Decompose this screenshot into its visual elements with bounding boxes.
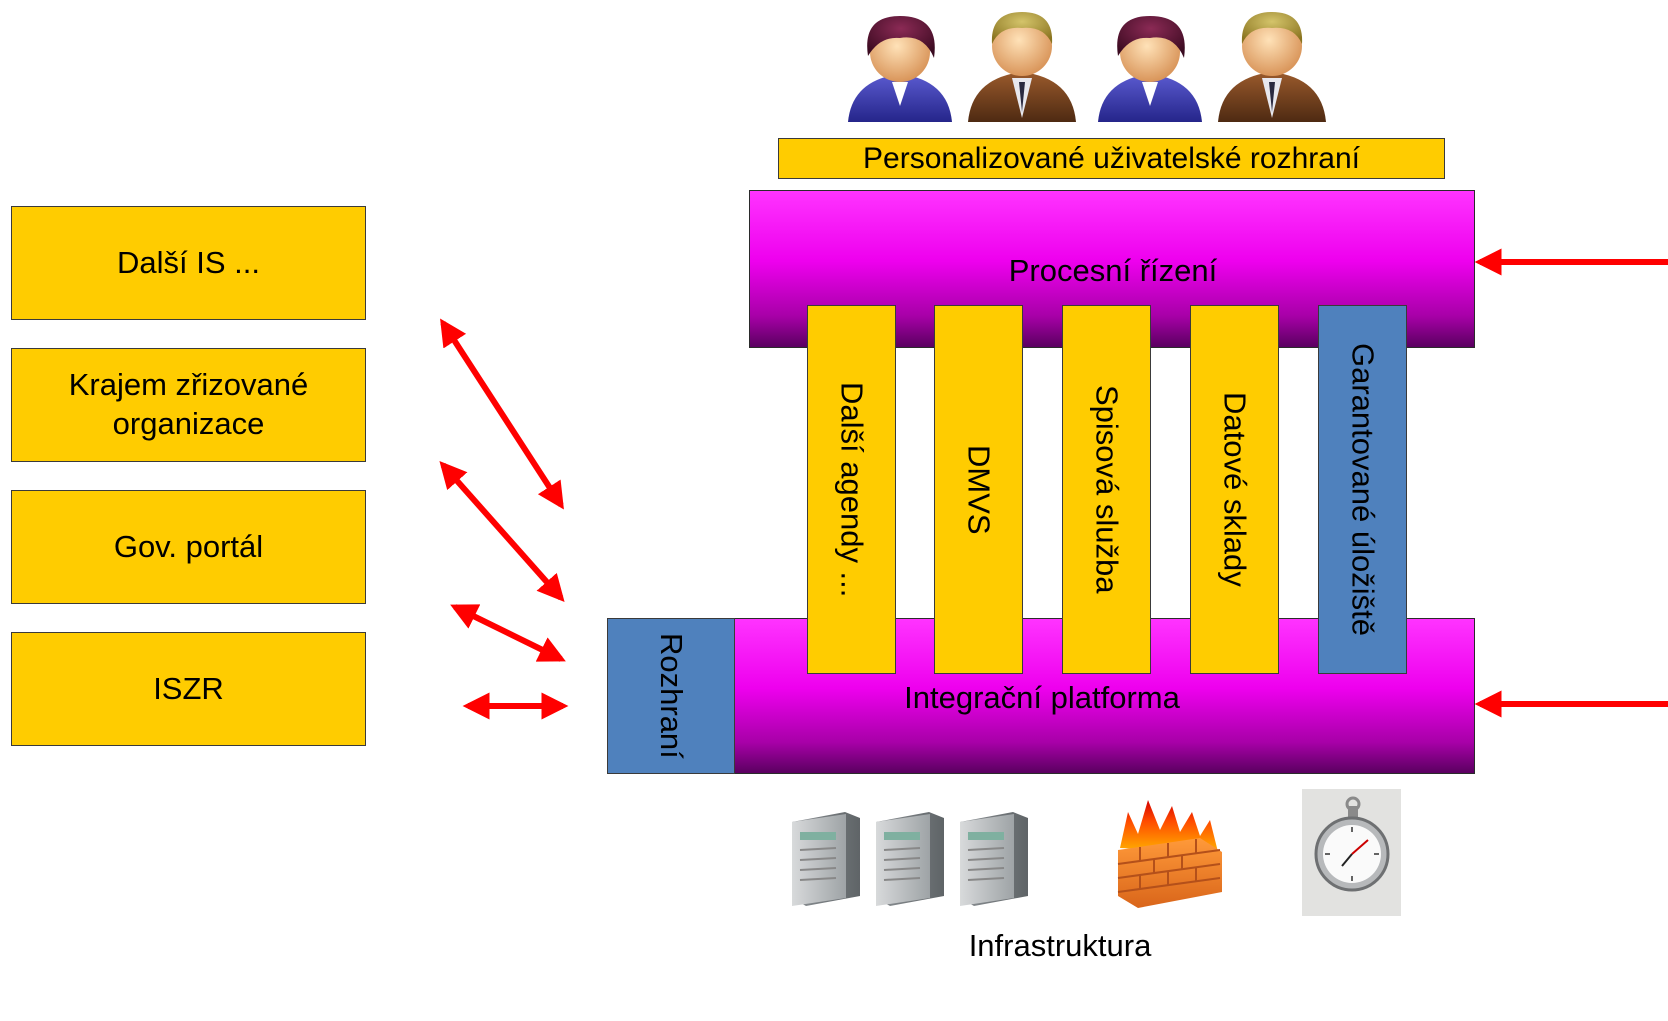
system-box-gov-portal: Gov. portál — [11, 490, 366, 604]
system-label: Krajem zřizované organizace — [68, 367, 309, 441]
process-control-label: Procesní řízení — [1008, 253, 1218, 288]
user-interface-label: Personalizované uživatelské rozhraní — [863, 141, 1360, 175]
arrow-krajem — [439, 460, 565, 603]
module-datove-sklady: Datové sklady — [1190, 305, 1279, 674]
stopwatch-icon — [1302, 789, 1401, 916]
user-female-icon — [1098, 16, 1202, 122]
interface-block: Rozhraní — [607, 618, 735, 774]
module-label: DMVS — [961, 444, 997, 535]
module-dalsi-agendy: Další agendy ... — [807, 305, 896, 674]
server-icon — [792, 812, 860, 906]
system-box-dalsi-is: Další IS ... — [11, 206, 366, 320]
user-male-icon — [1218, 12, 1326, 122]
module-label: Datové sklady — [1217, 392, 1253, 587]
system-label: Gov. portál — [113, 528, 264, 564]
user-male-icon — [968, 12, 1076, 122]
arrow-gov-portal — [450, 604, 566, 662]
module-label: Spisová služba — [1089, 385, 1125, 594]
module-dmvs: DMVS — [934, 305, 1023, 674]
module-spisova-sluzba: Spisová služba — [1062, 305, 1151, 674]
user-interface-box: Personalizované uživatelské rozhraní — [778, 138, 1445, 179]
module-label: Garantované úložiště — [1345, 343, 1381, 636]
system-box-krajem: Krajem zřizované organizace — [11, 348, 366, 462]
module-garantovane-uloziste: Garantované úložiště — [1318, 305, 1407, 674]
interface-label: Rozhraní — [654, 633, 689, 759]
system-box-iszr: ISZR — [11, 632, 366, 746]
module-label: Další agendy ... — [834, 381, 870, 598]
user-female-icon — [848, 16, 952, 122]
firewall-icon — [1117, 800, 1222, 908]
arrow-dalsi-is — [440, 318, 564, 510]
server-icon — [960, 812, 1028, 906]
server-icon — [876, 812, 944, 906]
system-label: Další IS ... — [117, 244, 260, 280]
system-label: ISZR — [153, 670, 224, 706]
integration-platform-label: Integrační platforma — [904, 680, 1180, 715]
infrastructure-label: Infrastruktura — [968, 928, 1152, 963]
